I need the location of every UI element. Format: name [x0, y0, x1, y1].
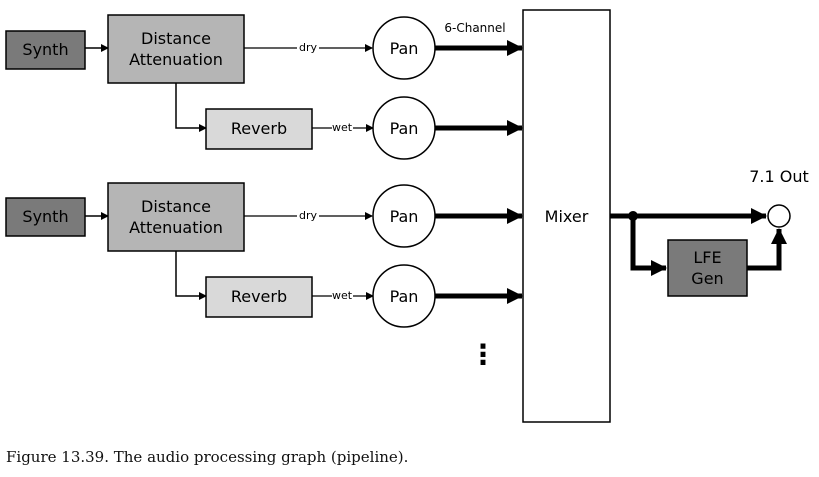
- top-synth-label: Synth: [22, 40, 68, 59]
- junction-to-lfe-arrow: [630, 216, 667, 276]
- bottom-dry-label: dry: [299, 209, 318, 222]
- top-dry-label: dry: [299, 41, 318, 54]
- bottom-attenuation-box: [107, 182, 245, 252]
- top-pan-wet-label: Pan: [390, 119, 419, 138]
- output-label: 7.1 Out: [749, 167, 809, 186]
- top-synth-box: [5, 30, 86, 70]
- bottom-reverb-box: [205, 276, 313, 318]
- bottom-chain: Synth Distance Attenuation dry Reverb we…: [5, 182, 523, 328]
- audio-pipeline-diagram: Synth Distance Attenuation dry Reverb we…: [5, 9, 809, 423]
- top-chain: Synth Distance Attenuation dry Reverb we…: [5, 14, 523, 160]
- bottom-pan-wet-label: Pan: [390, 287, 419, 306]
- top-reverb-label: Reverb: [231, 119, 287, 138]
- lfe-gen-box: [667, 239, 748, 297]
- bottom-attenuation-label-line1: Distance: [141, 197, 211, 216]
- lfe-gen-label-line1: LFE: [693, 248, 721, 267]
- top-attenuation-to-reverb-arrow: [175, 83, 207, 132]
- figure-caption: Figure 13.39. The audio processing graph…: [6, 448, 409, 466]
- lfe-gen-label-line2: Gen: [691, 269, 723, 288]
- continuation-ellipsis: ⋮: [469, 338, 497, 371]
- six-channel-label: 6-Channel: [444, 21, 505, 35]
- top-wet-label: wet: [332, 121, 353, 134]
- top-attenuation-label-line2: Attenuation: [129, 50, 223, 69]
- output-node-circle: [767, 204, 791, 228]
- top-pan-dry-label: Pan: [390, 39, 419, 58]
- top-attenuation-box: [107, 14, 245, 84]
- bottom-wet-label: wet: [332, 289, 353, 302]
- bottom-synth-box: [5, 197, 86, 237]
- lfe-to-output-arrow: [747, 228, 787, 271]
- mixer-label: Mixer: [545, 207, 589, 226]
- bottom-attenuation-label-line2: Attenuation: [129, 218, 223, 237]
- bottom-pan-dry-label: Pan: [390, 207, 419, 226]
- bottom-reverb-label: Reverb: [231, 287, 287, 306]
- bottom-attenuation-to-reverb-arrow: [175, 251, 207, 300]
- top-attenuation-label-line1: Distance: [141, 29, 211, 48]
- bottom-synth-label: Synth: [22, 207, 68, 226]
- top-reverb-box: [205, 108, 313, 150]
- output-section: LFE Gen 7.1 Out: [610, 167, 809, 297]
